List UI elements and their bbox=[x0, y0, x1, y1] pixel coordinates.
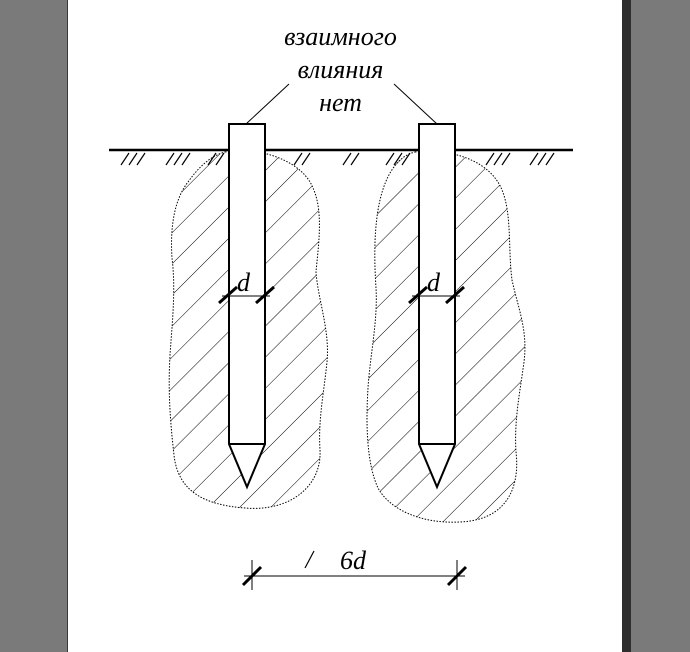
annotation-line-3: нет bbox=[319, 88, 362, 117]
pile-right bbox=[418, 123, 456, 490]
drawing-page bbox=[67, 0, 623, 652]
leader-line-left bbox=[245, 83, 290, 125]
annotation-line-2: влияния bbox=[297, 55, 384, 84]
diameter-dimension-right: d bbox=[408, 268, 465, 305]
diameter-label-left: d bbox=[237, 268, 251, 297]
page-shadow bbox=[622, 0, 631, 652]
leader-line-right bbox=[393, 83, 438, 125]
spacing-dimension: 6d bbox=[241, 546, 468, 590]
diameter-label-right: d bbox=[427, 268, 441, 297]
diameter-dimension-left: d bbox=[218, 268, 275, 305]
annotation-text: взаимного влияния нет bbox=[238, 20, 443, 119]
pile-left bbox=[228, 123, 266, 490]
annotation-line-1: взаимного bbox=[284, 22, 397, 51]
spacing-label: 6d bbox=[340, 546, 367, 575]
ground-hatch-marks bbox=[120, 152, 555, 166]
